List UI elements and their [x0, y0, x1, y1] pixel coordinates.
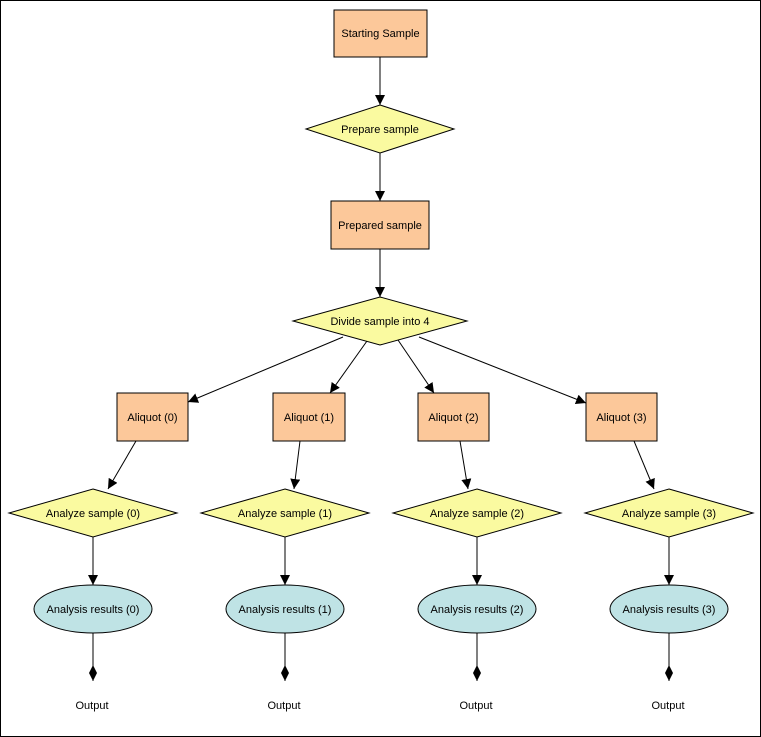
node-analysis-results-1[interactable]: Analysis results (1): [225, 584, 345, 634]
node-analyze-sample-2-label: Analyze sample (2): [430, 508, 524, 520]
nodes-layer: Starting Sample Prepare sample Prepared …: [7, 9, 755, 712]
edge-divide-to-aliquot0: [187, 336, 344, 403]
node-analysis-results-3[interactable]: Analysis results (3): [609, 584, 729, 634]
node-analyze-sample-2[interactable]: Analyze sample (2): [391, 488, 563, 538]
node-analysis-results-3-label: Analysis results (3): [623, 604, 716, 616]
edge-aliquot1-to-analyze1: [290, 440, 301, 490]
node-prepared-sample-label: Prepared sample: [338, 220, 422, 232]
node-aliquot-3-label: Aliquot (3): [596, 412, 646, 424]
node-analysis-results-2[interactable]: Analysis results (2): [417, 584, 537, 634]
edge-aliquot0-to-analyze0: [107, 440, 137, 490]
node-analysis-results-0-label: Analysis results (0): [47, 604, 140, 616]
node-analysis-results-0[interactable]: Analysis results (0): [33, 584, 153, 634]
node-aliquot-2-label: Aliquot (2): [428, 412, 478, 424]
node-analyze-sample-0-label: Analyze sample (0): [46, 508, 140, 520]
node-output-3: Output: [651, 700, 684, 712]
node-analyze-sample-1[interactable]: Analyze sample (1): [199, 488, 371, 538]
edge-aliquot3-to-analyze3: [633, 440, 655, 490]
node-prepared-sample[interactable]: Prepared sample: [330, 200, 430, 250]
node-analyze-sample-3[interactable]: Analyze sample (3): [583, 488, 755, 538]
node-aliquot-0-label: Aliquot (0): [127, 412, 177, 424]
node-aliquot-3[interactable]: Aliquot (3): [585, 392, 658, 442]
node-aliquot-1[interactable]: Aliquot (1): [272, 392, 346, 442]
edges-layer: [88, 57, 674, 681]
node-divide-sample[interactable]: Divide sample into 4: [291, 296, 469, 346]
edge-divide-to-aliquot3: [418, 336, 587, 404]
node-aliquot-0[interactable]: Aliquot (0): [116, 392, 189, 442]
node-output-1: Output: [267, 700, 300, 712]
node-aliquot-2[interactable]: Aliquot (2): [417, 392, 490, 442]
node-starting-sample[interactable]: Starting Sample: [333, 9, 428, 58]
node-analysis-results-1-label: Analysis results (1): [239, 604, 332, 616]
node-prepare-sample[interactable]: Prepare sample: [304, 104, 456, 154]
node-starting-sample-label: Starting Sample: [341, 28, 419, 40]
edge-aliquot2-to-analyze2: [459, 440, 472, 490]
node-output-0: Output: [75, 700, 108, 712]
edge-divide-to-aliquot1: [329, 340, 368, 394]
node-analysis-results-2-label: Analysis results (2): [431, 604, 524, 616]
node-aliquot-1-label: Aliquot (1): [284, 412, 334, 424]
node-analyze-sample-0[interactable]: Analyze sample (0): [7, 488, 179, 538]
node-output-2: Output: [459, 700, 492, 712]
node-analyze-sample-3-label: Analyze sample (3): [622, 508, 716, 520]
edge-divide-to-aliquot2: [397, 339, 435, 394]
node-analyze-sample-1-label: Analyze sample (1): [238, 508, 332, 520]
node-divide-sample-label: Divide sample into 4: [330, 316, 429, 328]
node-prepare-sample-label: Prepare sample: [341, 124, 419, 136]
